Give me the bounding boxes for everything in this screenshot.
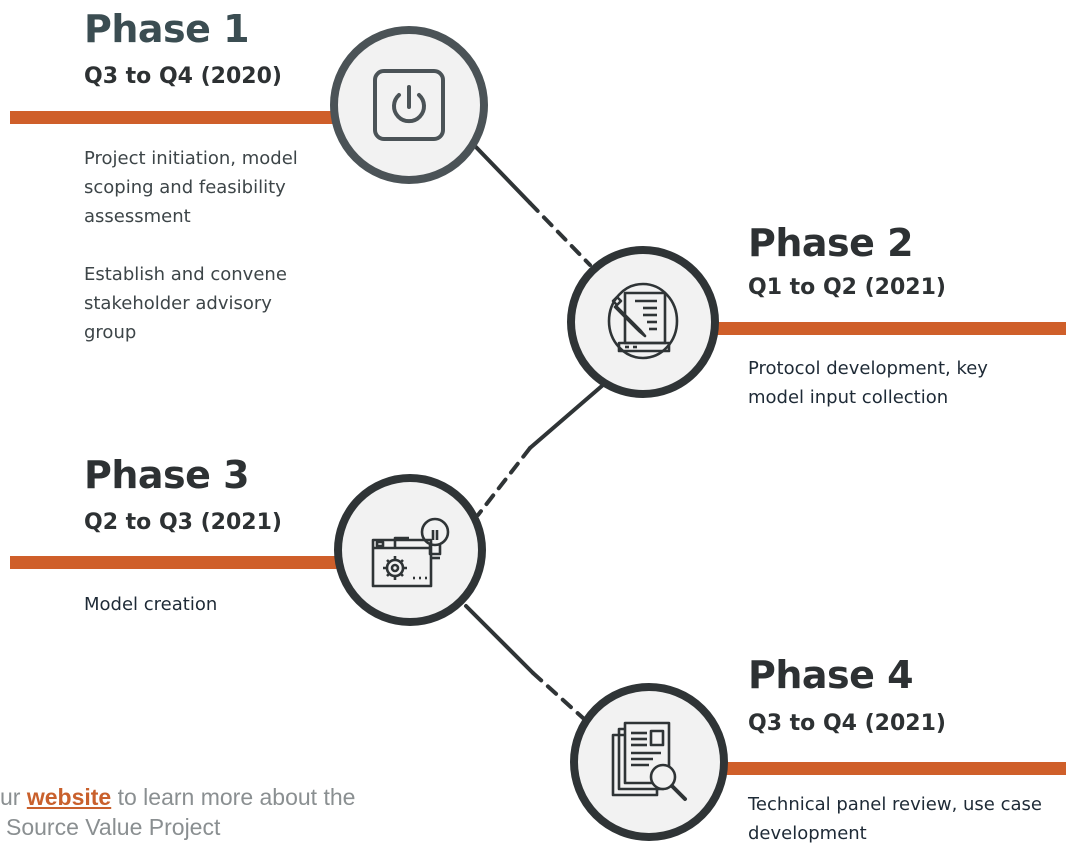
phase-1-title: Phase 1: [84, 7, 250, 51]
phase-2-description-1: Protocol development, key model input co…: [748, 358, 988, 408]
phase-4-bar: [708, 762, 1066, 775]
phase-4-description-1: Technical panel review, use case develop…: [748, 794, 1042, 844]
phase-2-range: Q1 to Q2 (2021): [748, 275, 946, 300]
footer-note: ur website to learn more about the Sourc…: [0, 782, 460, 842]
phase-3-title: Phase 3: [84, 453, 250, 497]
phase-2-bar: [708, 322, 1066, 335]
phase-1-range: Q3 to Q4 (2020): [84, 64, 282, 89]
documents-search-icon: [611, 721, 687, 801]
connector-3-4-solid: [464, 604, 535, 675]
phase-2-circle: [567, 246, 719, 398]
footer-suffix: to learn more about the: [111, 784, 356, 810]
phase-3-bar: [10, 556, 342, 569]
footer-prefix: ur: [0, 784, 27, 810]
phase-3-circle: [334, 474, 486, 626]
connector-1-2-solid: [472, 143, 532, 205]
website-link[interactable]: website: [26, 784, 112, 810]
connector-2-3-dashed: [476, 446, 532, 517]
power-icon: [373, 69, 445, 141]
footer-line-1: ur website to learn more about the: [0, 782, 460, 812]
phase-1-circle: [330, 26, 488, 184]
phase-3-range: Q2 to Q3 (2021): [84, 510, 282, 535]
phase-1-bar: [10, 111, 342, 124]
connector-2-3-solid: [528, 383, 605, 450]
phase-2-title: Phase 2: [748, 221, 914, 265]
lightbulb-gear-icon: [371, 517, 450, 588]
footer-line-2: Source Value Project: [6, 814, 221, 840]
phase-3-description-1: Model creation: [84, 594, 218, 615]
connector-1-2-dashed: [528, 201, 592, 267]
phase-4-title: Phase 4: [748, 653, 914, 697]
phase-4-circle: [570, 683, 728, 841]
document-pencil-icon: [607, 282, 679, 360]
connector-3-4-dashed: [531, 671, 585, 720]
phase-1-description-1: Project initiation, model scoping and fe…: [84, 148, 298, 227]
phase-4-range: Q3 to Q4 (2021): [748, 711, 946, 736]
phase-1-description-2: Establish and convene stakeholder adviso…: [84, 264, 287, 343]
